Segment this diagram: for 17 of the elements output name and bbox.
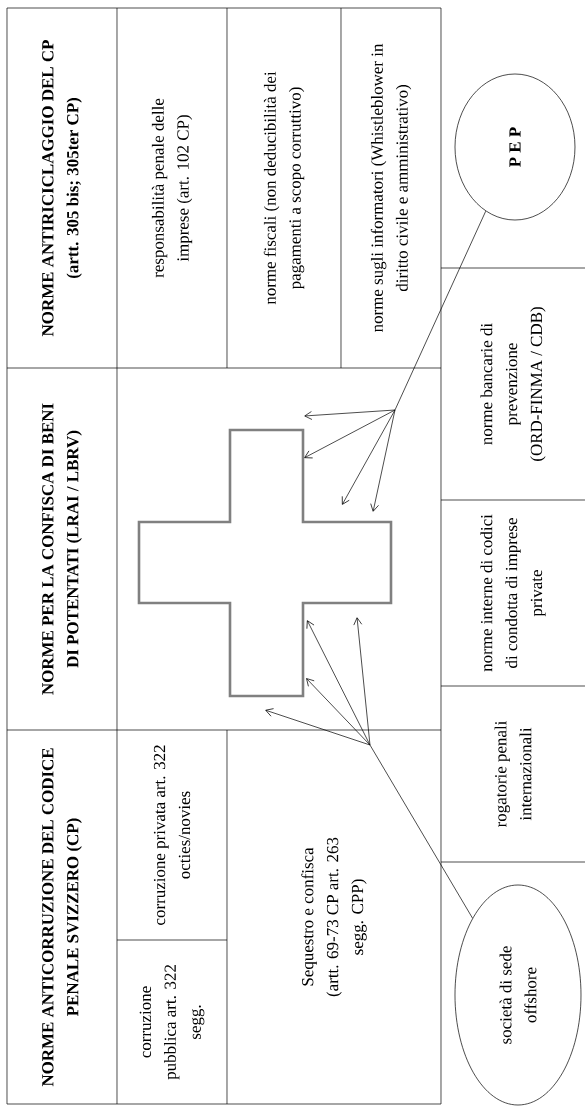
table-header: NORME PER LA CONFISCA DI BENI DI POTENTATI (LRAI / LBRV) [42, 403, 82, 695]
table-cell: norme fiscali (non deducibilità dei pagamenti a scopo corruttivo) [263, 71, 305, 305]
ellipse-label: società di sede offshore [454, 884, 582, 1106]
cross-drawing [137, 428, 393, 698]
table-cell: norme interne di codici di condotta di imprese private [480, 514, 546, 672]
table-cell: rogatorie penali internazionali [494, 720, 532, 828]
arrow [265, 617, 473, 919]
table-cell: norme sugli informatori (Whistleblower in diritto civile e amministrativo) [370, 43, 412, 332]
ellipse-label: P E P [454, 73, 576, 221]
table-cell: Sequestro e confisca (artt. 69-73 CP art. 263 segg. CPP) [301, 837, 367, 997]
table-cell: responsabilità penale delle imprese (art. 102 CP) [151, 98, 193, 278]
table-header: NORME ANTIRICICLAGGIO DEL CP (artt. 305 bis; 305ter CP) [42, 40, 82, 337]
table-cell: corruzione privata art. 322 octies/novies [153, 745, 191, 925]
table-cell: corruzione pubblica art. 322 segg. [139, 965, 205, 1080]
arrow [304, 210, 487, 512]
table-cell: norme bancarie di prevenzione (ORD-FINMA / CDB) [480, 307, 546, 461]
table-header: NORME ANTICORRUZIONE DEL CODICE PENALE SVIZZERO (CP) [42, 748, 82, 1087]
